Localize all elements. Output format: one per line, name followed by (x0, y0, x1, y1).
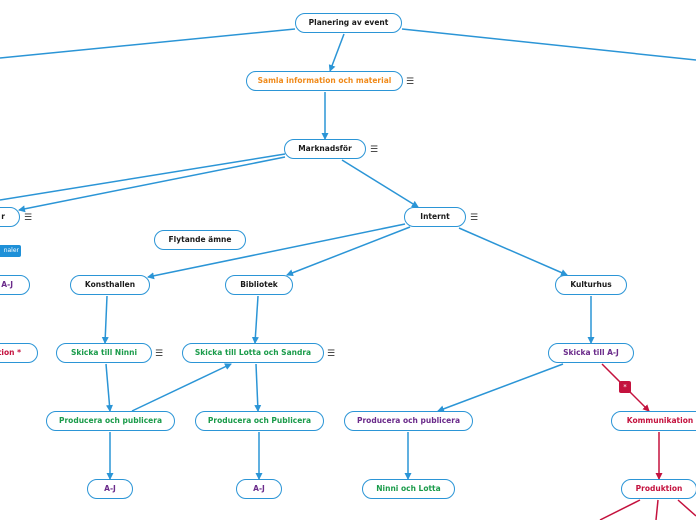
edge-lotta-producera (254, 363, 262, 412)
edge-marknadsfor-left-b (18, 156, 286, 213)
node-left-aj[interactable]: A-J (0, 275, 30, 295)
node-skicka-ninni[interactable]: Skicka till Ninni (56, 343, 152, 363)
notes-menu-icon[interactable]: ☰ (155, 349, 164, 359)
node-ninni-lotta[interactable]: Ninni och Lotta (362, 479, 455, 499)
edge-producera-lotta (131, 363, 232, 412)
edge-skicka-producera (437, 363, 564, 413)
edge-marknadsfor-left-a (0, 153, 286, 201)
node-kulturhus[interactable]: Kulturhus (555, 275, 627, 295)
edge-internt-bibliotek (286, 226, 411, 277)
node-flytande[interactable]: Flytande ämne (154, 230, 246, 250)
notes-menu-icon[interactable]: ☰ (327, 349, 336, 359)
edge-ninni-producera (105, 363, 113, 412)
node-internt[interactable]: Internt (404, 207, 466, 227)
edge-bibliotek-lotta (251, 295, 259, 344)
node-producera-3[interactable]: Producera och publicera (344, 411, 473, 431)
edge-produktion-out-c (677, 499, 696, 517)
node-bibliotek[interactable]: Bibliotek (225, 275, 293, 295)
node-kommunikation[interactable]: Kommunikation (611, 411, 696, 431)
notes-menu-icon[interactable]: ☰ (470, 213, 479, 223)
node-producera-2[interactable]: Producera och Publicera (195, 411, 324, 431)
node-marknadsfor[interactable]: Marknadsför (284, 139, 366, 159)
node-skicka-aj[interactable]: Skicka till A-J (548, 343, 634, 363)
node-samla[interactable]: Samla information och material (246, 71, 403, 91)
material-tag[interactable]: naler (0, 245, 21, 257)
node-aj-1[interactable]: A-J (87, 479, 133, 499)
edge-internt-kulturhus (458, 227, 568, 276)
node-produktion[interactable]: Produktion (621, 479, 696, 499)
node-aj-2[interactable]: A-J (236, 479, 282, 499)
relationship-badge[interactable]: * (619, 381, 631, 393)
node-root[interactable]: Planering av event (295, 13, 402, 33)
notes-menu-icon[interactable]: ☰ (406, 77, 415, 87)
edge-root-samla (328, 33, 345, 72)
node-konsthallen[interactable]: Konsthallen (70, 275, 150, 295)
edge-root-right (401, 28, 696, 61)
notes-menu-icon[interactable]: ☰ (24, 213, 33, 223)
node-left-red[interactable]: tion * (0, 343, 38, 363)
node-producera-1[interactable]: Producera och publicera (46, 411, 175, 431)
edge-konsthallen-ninni (101, 295, 109, 344)
notes-menu-icon[interactable]: ☰ (370, 145, 379, 155)
node-skicka-lotta[interactable]: Skicka till Lotta och Sandra (182, 343, 324, 363)
edge-marknadsfor-internt (341, 159, 419, 208)
edge-root-left (0, 28, 296, 59)
edge-produktion-out-b (655, 499, 659, 520)
node-left-partial[interactable]: r (0, 207, 20, 227)
edge-internt-konsthallen (147, 223, 406, 280)
edge-produktion-out-a (599, 499, 641, 520)
